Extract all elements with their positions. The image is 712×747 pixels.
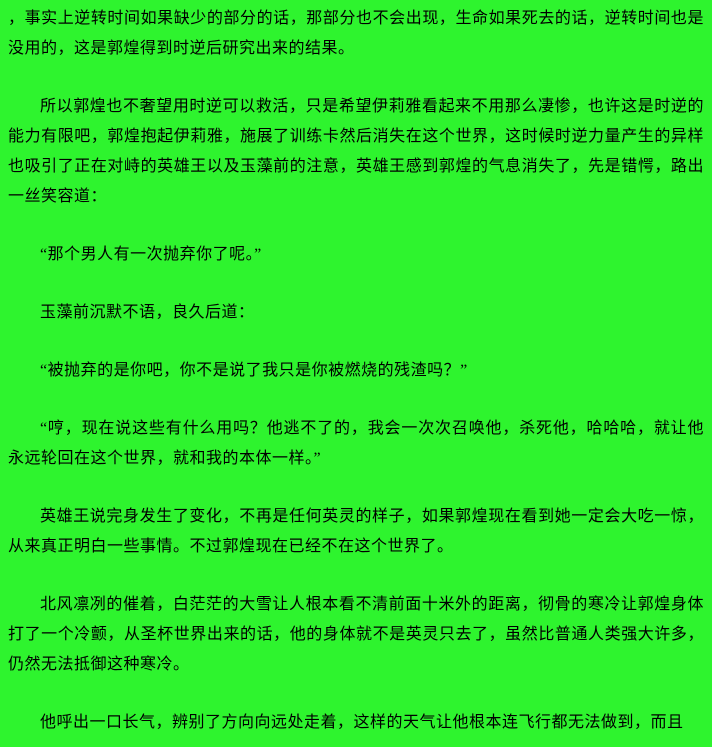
paragraph: 玉藻前沉默不语，良久后道： <box>40 304 255 321</box>
paragraph: 所以郭煌也不奢望用时逆可以救活，只是希望伊莉雅看起来不用那么凄惨，也许这是时逆的… <box>8 98 704 205</box>
paragraph: 他呼出一口长气，辨别了方向向远处走着，这样的天气让他根本连飞行都无法做到，而且 <box>40 714 684 731</box>
paragraph: “被抛弃的是你吧，你不是说了我只是你被燃烧的残渣吗？” <box>40 362 468 379</box>
paragraph: “哼，现在说这些有什么用吗？他逃不了的，我会一次次召唤他，杀死他，哈哈哈，就让他… <box>8 420 704 467</box>
paragraph: 北风凛冽的催着，白茫茫的大雪让人根本看不清前面十米外的距离，彻骨的寒冷让郭煌身体… <box>8 596 704 673</box>
paragraph: “那个男人有一次抛弃你了呢。” <box>40 246 262 263</box>
paragraph: ，事实上逆转时间如果缺少的部分的话，那部分也不会出现，生命如果死去的话，逆转时间… <box>8 10 704 57</box>
paragraph: 英雄王说完身发生了变化，不再是任何英灵的样子，如果郭煌现在看到她一定会大吃一惊，… <box>8 508 704 555</box>
novel-text: ，事实上逆转时间如果缺少的部分的话，那部分也不会出现，生命如果死去的话，逆转时间… <box>8 4 704 738</box>
